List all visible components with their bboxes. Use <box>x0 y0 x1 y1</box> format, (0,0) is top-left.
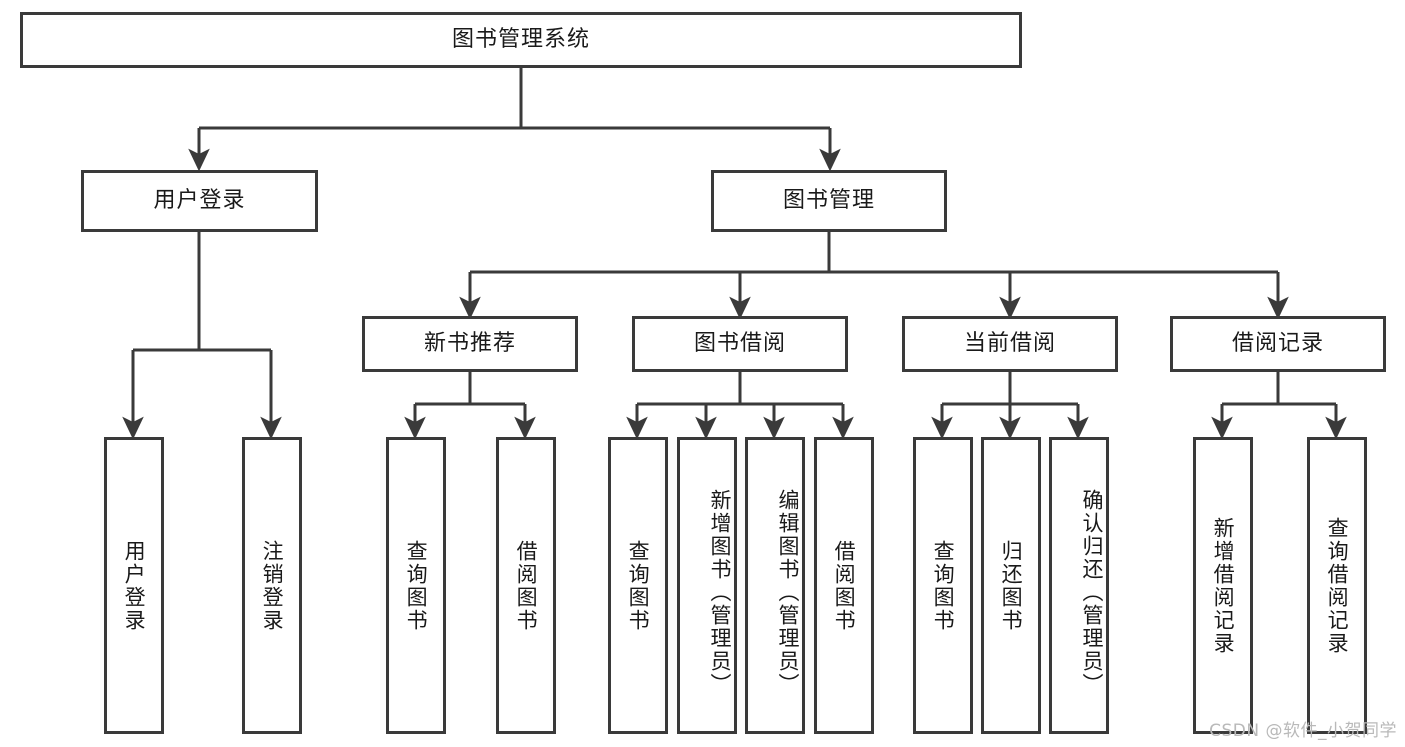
node-root-system[interactable]: 图书管理系统 <box>20 12 1022 68</box>
leaf-user-login[interactable]: 用户登录 <box>104 437 164 734</box>
node-book-borrow[interactable]: 图书借阅 <box>632 316 848 372</box>
leaf-borrow-book-borrow[interactable]: 借阅图书 <box>814 437 874 734</box>
watermark-text: CSDN @软件_小贺同学 <box>1209 721 1397 741</box>
leaf-query-borrow-record[interactable]: 查询借阅记录 <box>1307 437 1367 734</box>
leaf-logout-login[interactable]: 注销登录 <box>242 437 302 734</box>
leaf-query-book-borrow[interactable]: 查询图书 <box>608 437 668 734</box>
leaf-add-borrow-record[interactable]: 新增借阅记录 <box>1193 437 1253 734</box>
leaf-add-book-admin[interactable]: 新增图书（管理员） <box>677 437 737 734</box>
node-borrow-record[interactable]: 借阅记录 <box>1170 316 1386 372</box>
node-user-login[interactable]: 用户登录 <box>81 170 318 232</box>
leaf-query-book-recommend[interactable]: 查询图书 <box>386 437 446 734</box>
leaf-edit-book-admin[interactable]: 编辑图书（管理员） <box>745 437 805 734</box>
leaf-borrow-book-recommend[interactable]: 借阅图书 <box>496 437 556 734</box>
leaf-return-book[interactable]: 归还图书 <box>981 437 1041 734</box>
node-new-book-recommend[interactable]: 新书推荐 <box>362 316 578 372</box>
node-current-borrow[interactable]: 当前借阅 <box>902 316 1118 372</box>
leaf-query-book-current[interactable]: 查询图书 <box>913 437 973 734</box>
node-book-management[interactable]: 图书管理 <box>711 170 947 232</box>
leaf-confirm-return-admin[interactable]: 确认归还（管理员） <box>1049 437 1109 734</box>
